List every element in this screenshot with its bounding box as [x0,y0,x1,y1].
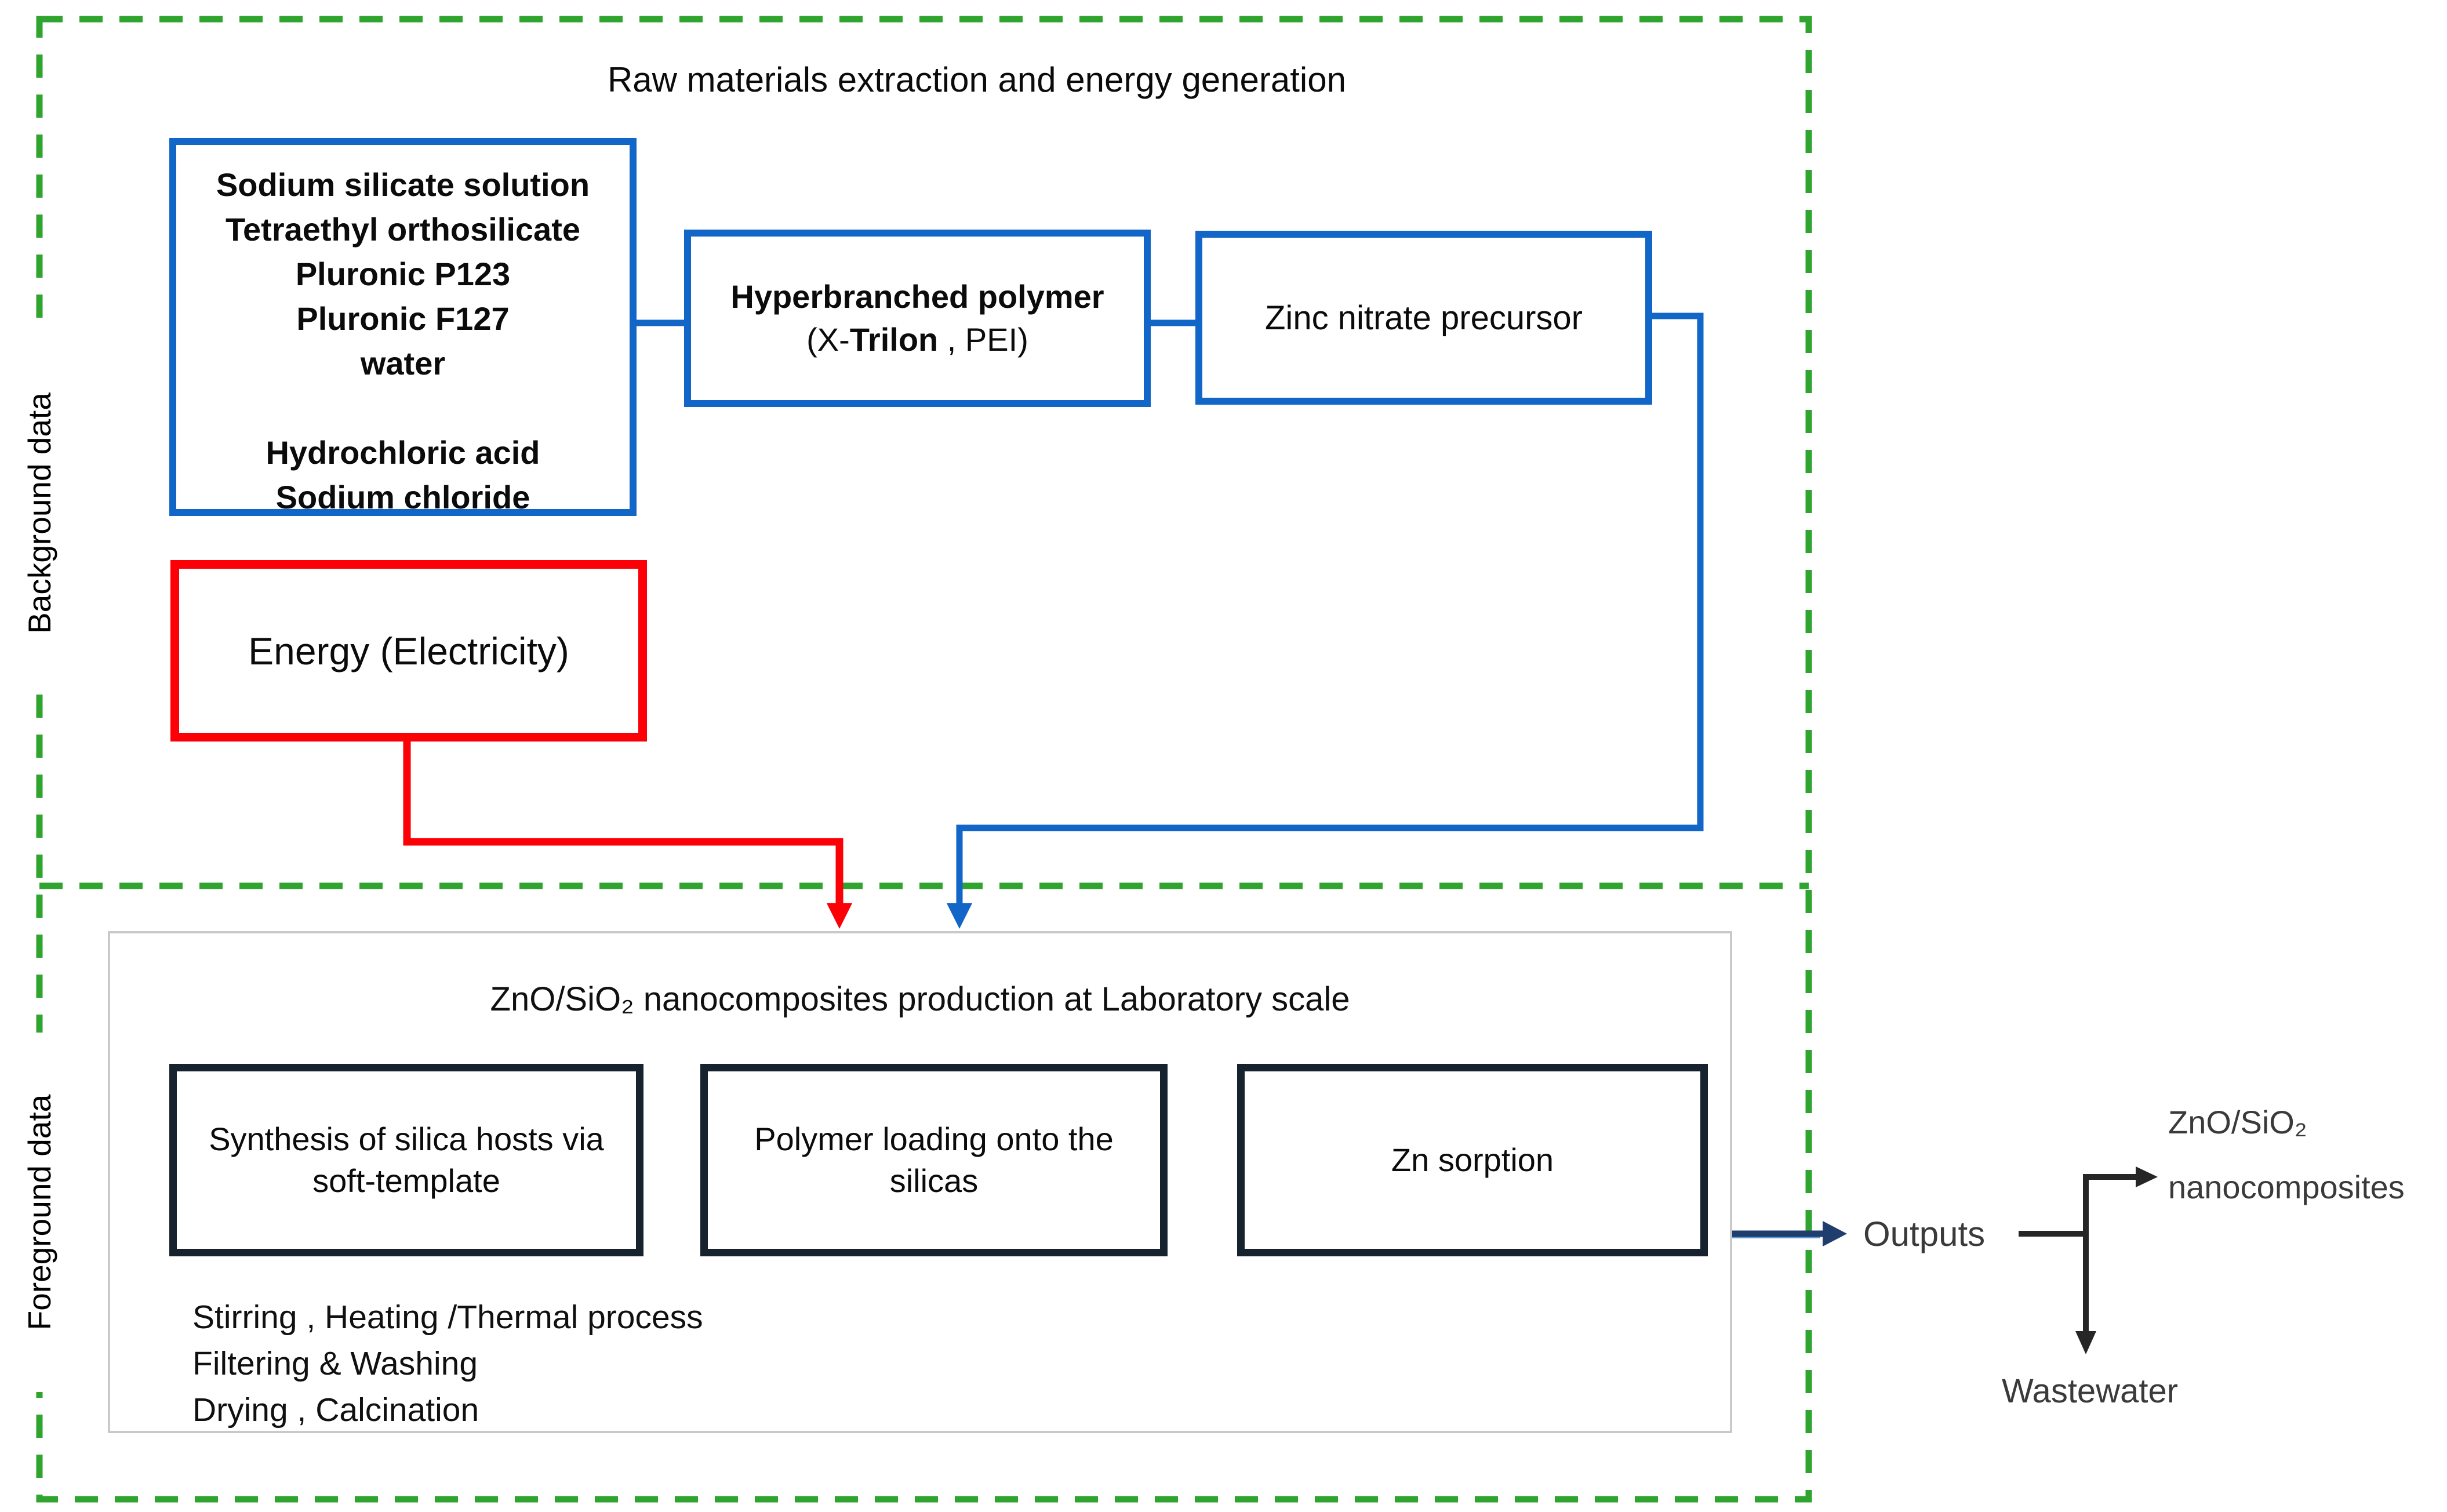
outputs-arrowhead [1823,1221,1847,1246]
polymer-box-line2: (X-Trilon , PEI) [806,318,1028,361]
polymer-line2-bold: Trilon [849,321,939,358]
zinc-to-process-arrow-line [956,312,1704,904]
condition-line: Drying , Calcination [192,1391,479,1429]
polymer-line2-suffix: , PEI) [938,321,1028,358]
product-line2: nanocomposites [2168,1169,2405,1205]
step-zn-sorption-box: Zn sorption [1237,1064,1708,1256]
energy-box-label: Energy (Electricity) [248,629,569,673]
step-polymer-loading-label: Polymer loading onto the silicas [754,1121,1114,1199]
condition-line: Filtering & Washing [192,1345,478,1382]
wastewater-arrowhead [2075,1331,2096,1354]
system-boundary-dashed-border [36,16,1812,1503]
energy-to-process-arrow-line [403,740,843,904]
material-line: Pluronic P123 [295,256,511,292]
zinc-nitrate-box: Zinc nitrate precursor [1195,231,1652,405]
wastewater-label: Wastewater [2001,1372,2179,1410]
energy-box: Energy (Electricity) [170,560,647,742]
raw-materials-box: Sodium silicate solution Tetraethyl orth… [169,138,637,516]
polymer-box-line1: Hyperbranched polymer [730,278,1104,315]
energy-to-process-arrowhead [827,903,852,929]
output-branch-line [2083,1174,2136,1333]
zinc-box-label: Zinc nitrate precursor [1265,299,1583,337]
step-zn-sorption-label: Zn sorption [1391,1142,1554,1178]
product-line1: ZnO/SiO₂ [2168,1104,2307,1140]
nanocomposites-arrowhead [2136,1166,2158,1187]
zinc-to-process-arrowhead [947,903,972,929]
condition-line: Stirring , Heating /Thermal process [192,1299,703,1336]
step-polymer-loading-box: Polymer loading onto the silicas [700,1064,1168,1256]
laboratory-process-title: ZnO/SiO₂ nanocomposites production at La… [490,980,1350,1018]
material-line: Pluronic F127 [296,300,510,337]
outputs-label: Outputs [1863,1215,1986,1253]
material-line: Sodium chloride [275,479,530,515]
material-line: Sodium silicate solution [216,166,590,203]
step-synthesis-label: Synthesis of silica hosts via soft-templ… [209,1121,604,1199]
hyperbranched-polymer-box: Hyperbranched polymer (X-Trilon , PEI) [684,230,1151,407]
material-line: Hydrochloric acid [266,434,540,471]
step-synthesis-box: Synthesis of silica hosts via soft-templ… [169,1064,643,1256]
background-section-title: Raw materials extraction and energy gene… [607,60,1347,99]
process-conditions: Stirring , Heating /Thermal process Filt… [192,1294,703,1433]
material-line: water [360,345,446,381]
polymer-line2-prefix: (X- [806,321,850,358]
background-data-label: Background data [20,333,59,693]
foreground-data-label: Foreground data [20,1033,59,1392]
product-label: ZnO/SiO₂ nanocomposites [2168,1090,2405,1220]
material-line: Tetraethyl orthosilicate [225,211,580,248]
